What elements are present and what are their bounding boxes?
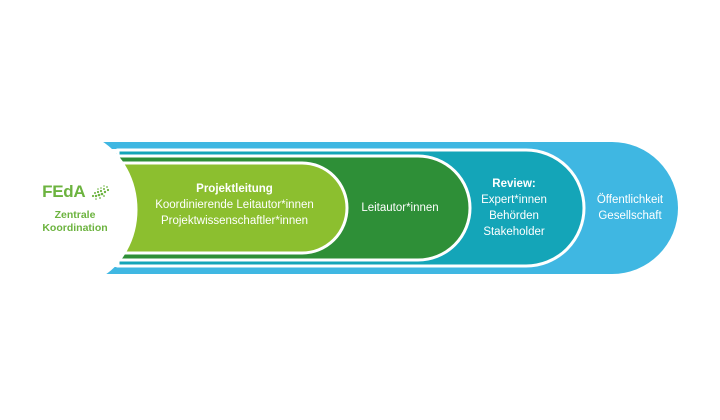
review-heading: Review: (492, 178, 536, 190)
review-label: Review: Expert*innen Behörden Stakeholde… (466, 176, 562, 240)
review-line: Behörden (489, 210, 539, 222)
projektleitung-line: Projektwissenschaftler*innen (160, 215, 309, 227)
logo-text: FEdA (42, 182, 86, 201)
projektleitung-heading: Projektleitung (196, 183, 273, 195)
projektleitung-shape (116, 161, 349, 255)
feda-logo: FEdA (38, 182, 114, 202)
logo-cutout (0, 0, 138, 420)
leitautoren-line: Leitautor*innen (361, 202, 439, 214)
oeffentlichkeit-label: Öffentlichkeit Gesellschaft (582, 192, 678, 224)
logo-caption-line: Koordination (42, 222, 108, 234)
leitautoren-label: Leitautor*innen (350, 200, 450, 216)
review-line: Expert*innen (481, 194, 547, 206)
dotted-swoosh-icon (91, 185, 109, 200)
review-line: Stakeholder (483, 226, 545, 238)
oeffentlichkeit-line: Öffentlichkeit (596, 194, 664, 206)
oeffentlichkeit-line: Gesellschaft (598, 210, 662, 222)
logo-caption: Zentrale Koordination (30, 209, 120, 235)
logo-caption-line: Zentrale (54, 209, 96, 221)
projektleitung-line: Koordinierende Leitautor*innen (155, 199, 314, 211)
projektleitung-label: Projektleitung Koordinierende Leitautor*… (132, 181, 337, 229)
